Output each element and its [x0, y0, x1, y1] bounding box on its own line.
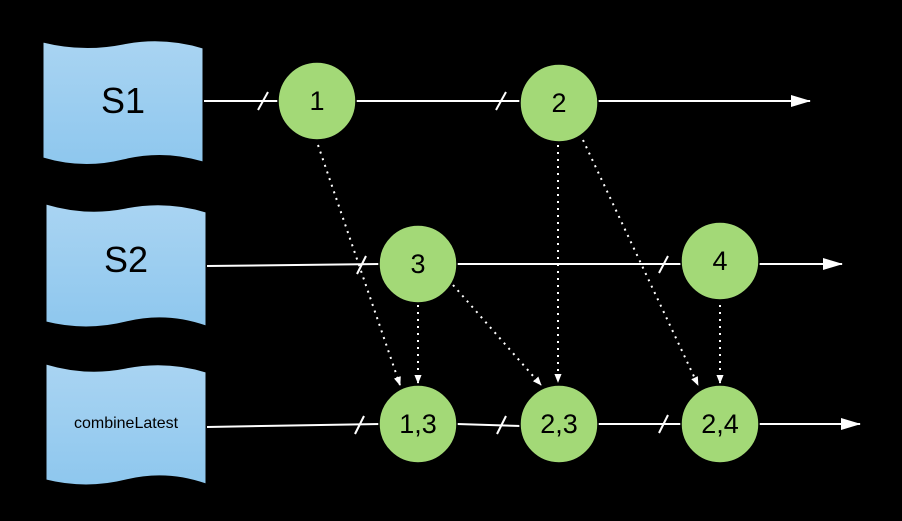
stream-label-s2: S2	[104, 239, 148, 280]
node-combined-24: 2,4	[680, 384, 760, 464]
stream-flag-s2: S2	[45, 203, 207, 328]
dependency-arrow	[582, 139, 699, 386]
node-label: 2	[551, 88, 566, 118]
tick-mark	[257, 91, 269, 111]
timeline-s1	[204, 91, 811, 111]
tick-mark	[495, 91, 507, 111]
node-s2-3: 3	[378, 224, 458, 304]
tick-mark	[658, 414, 669, 434]
tick-mark	[496, 415, 507, 435]
timeline-s2	[206, 255, 843, 275]
tick-mark	[354, 415, 365, 435]
stream-flag-combined: combineLatest	[45, 363, 207, 486]
node-label: 4	[712, 246, 727, 276]
node-combined-13: 1,3	[378, 384, 458, 464]
node-label: 1,3	[399, 409, 437, 439]
node-s1-2: 2	[519, 63, 599, 143]
tick-mark	[658, 255, 669, 274]
stream-flag-s1: S1	[42, 40, 204, 165]
node-combined-23: 2,3	[519, 384, 599, 464]
stream-label-combined: combineLatest	[74, 415, 179, 432]
node-s1-1: 1	[277, 61, 357, 141]
node-label: 2,3	[540, 409, 578, 439]
node-s2-4: 4	[680, 221, 760, 301]
node-label: 1	[309, 86, 324, 116]
tick-mark	[356, 255, 367, 275]
node-label: 2,4	[701, 409, 739, 439]
timeline-combined	[206, 414, 861, 435]
dependency-arrows	[317, 139, 724, 386]
node-label: 3	[410, 249, 425, 279]
dependency-arrow	[452, 284, 542, 386]
dependency-arrow	[317, 144, 401, 386]
stream-label-s1: S1	[101, 80, 145, 121]
